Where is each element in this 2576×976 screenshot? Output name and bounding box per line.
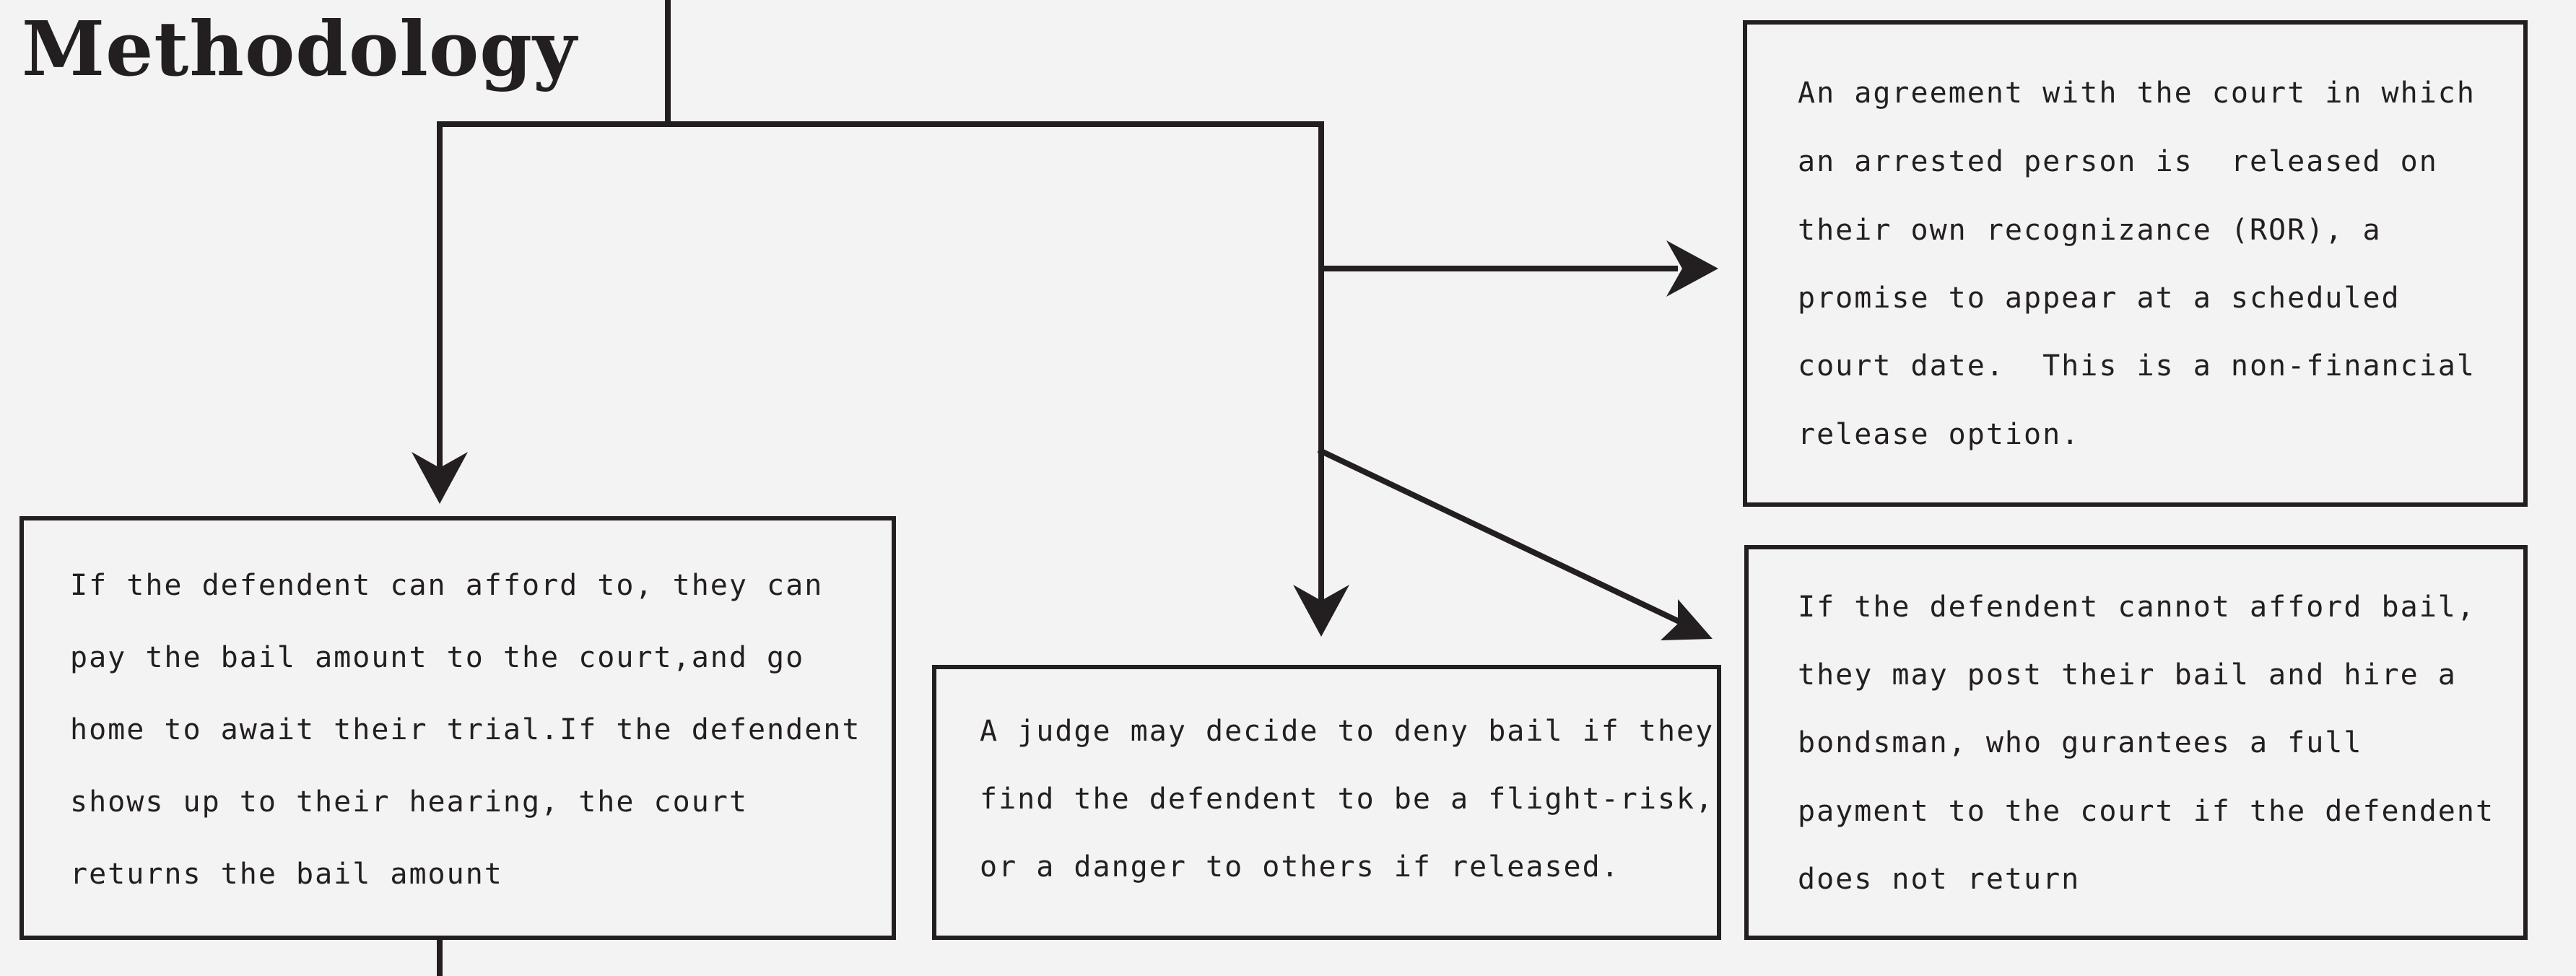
deny-bail-line-2: find the defendent to be a flight-risk, (980, 783, 1715, 816)
pay-bail-line-2: pay the bail amount to the court,and go (70, 641, 805, 674)
ror-line-5: court date. This is a non-financial (1798, 349, 2476, 383)
bondsman-line-5: does not return (1798, 863, 2081, 896)
arrowhead-to-bondsman (1661, 599, 1713, 640)
bondsman-line-3: bondsman, who gurantees a full (1798, 726, 2363, 759)
ror-line-2: an arrested person is released on (1798, 145, 2438, 178)
connector-branch-bondsman (1317, 447, 1687, 627)
bondsman-line-4: payment to the court if the defendent (1798, 795, 2495, 828)
pay-bail-line-3: home to await their trial.If the defende… (70, 713, 861, 746)
bondsman-box (1744, 545, 2528, 940)
pay-bail-line-5: returns the bail amount (70, 858, 503, 891)
ror-line-3: their own recognizance (ROR), a (1798, 214, 2382, 247)
deny-bail-line-3: or a danger to others if released. (980, 850, 1620, 884)
deny-bail-line-1: A judge may decide to deny bail if they (980, 715, 1715, 748)
arrowhead-to-deny-bail (1293, 585, 1349, 637)
deny-bail-box (932, 665, 1721, 940)
pay-bail-line-1: If the defendent can afford to, they can (70, 569, 824, 602)
bondsman-line-1: If the defendent cannot afford bail, (1798, 591, 2476, 624)
pay-bail-line-4: shows up to their hearing, the court (70, 785, 748, 819)
page-title: Methodology (22, 4, 578, 93)
ror-box (1743, 20, 2528, 507)
ror-line-6: release option. (1798, 418, 2081, 451)
arrowhead-to-ror (1666, 240, 1718, 297)
ror-line-4: promise to appear at a scheduled (1798, 282, 2401, 315)
bondsman-line-2: they may post their bail and hire a (1798, 658, 2457, 692)
ror-line-1: An agreement with the court in which (1798, 77, 2476, 110)
pay-bail-box (19, 516, 896, 940)
arrowhead-to-pay-bail (412, 452, 468, 504)
